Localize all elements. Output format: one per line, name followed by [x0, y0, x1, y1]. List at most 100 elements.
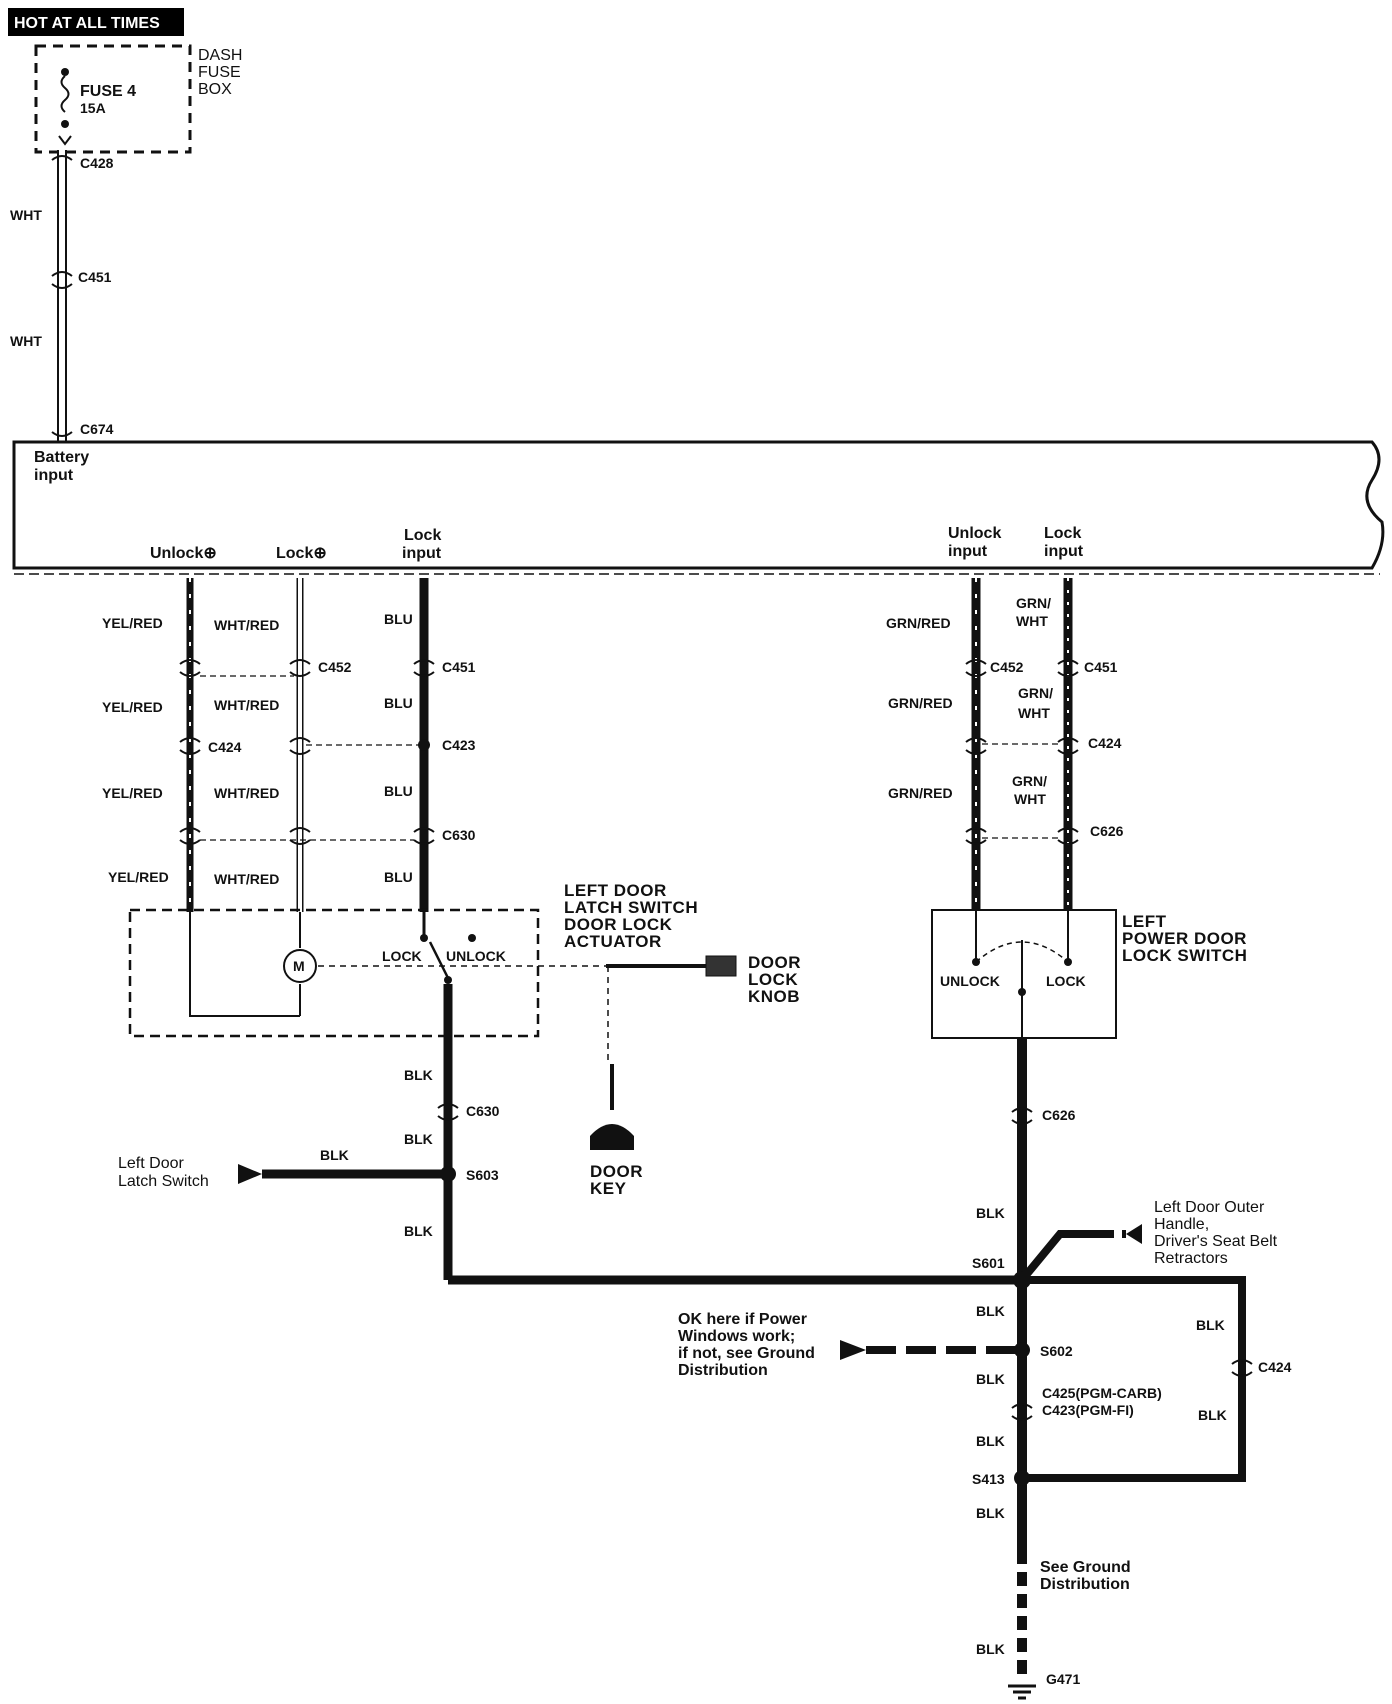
actuator-lock-label: LOCK — [382, 948, 422, 964]
ok-note-4: Distribution — [678, 1362, 768, 1379]
door-lock-knob-icon — [705, 955, 737, 977]
fuse-connector-arrow — [58, 135, 72, 146]
label-c630-lower: C630 — [466, 1103, 500, 1119]
connector-c452-c451-left — [179, 659, 435, 677]
switch-title-2: POWER DOOR — [1122, 929, 1247, 948]
wire-label-blu-4: BLU — [384, 869, 413, 885]
wire-label-grn-wht-1b: WHT — [1016, 613, 1048, 629]
connector-c674 — [51, 431, 73, 437]
wire-label-blu-1: BLU — [384, 611, 413, 627]
wire-label-blk-10: BLK — [976, 1433, 1005, 1449]
wire-label-yel-red-4: YEL/RED — [108, 869, 169, 885]
latch-note-1: Left Door — [118, 1155, 184, 1172]
dash-fuse-box — [34, 44, 192, 154]
ground-note-1: See Ground — [1040, 1559, 1131, 1576]
switch-title-1: LEFT — [1122, 912, 1167, 931]
wire-label-grn-wht-3b: WHT — [1014, 791, 1046, 807]
label-c425: C425(PGM-CARB) — [1042, 1385, 1162, 1401]
fuse-box-label-3: BOX — [198, 81, 232, 98]
actuator-unlock-label: UNLOCK — [446, 948, 506, 964]
wire-label-yel-red-2: YEL/RED — [102, 699, 163, 715]
fuse-symbol — [60, 75, 70, 113]
label-c674: C674 — [80, 421, 114, 437]
label-c451-right: C451 — [1084, 659, 1118, 675]
wire-label-blu-2: BLU — [384, 695, 413, 711]
wire-label-blk-8: BLK — [976, 1303, 1005, 1319]
switch-contact-unlock — [468, 934, 476, 942]
label-c423-ground: C423(PGM-FI) — [1042, 1402, 1134, 1418]
wire-label-yel-red-3: YEL/RED — [102, 785, 163, 801]
door-key-icon — [590, 1124, 634, 1150]
actuator-title-1: LEFT DOOR — [564, 881, 667, 900]
wire-label-grn-wht-2b: WHT — [1018, 705, 1050, 721]
splice-s602 — [1014, 1342, 1030, 1358]
handle-note-1: Left Door Outer — [1154, 1199, 1265, 1216]
switch-pivot — [444, 976, 452, 984]
label-c452-right: C452 — [990, 659, 1024, 675]
title-badge — [8, 8, 184, 36]
wire-label-grn-red-3: GRN/RED — [888, 785, 953, 801]
outer-handle-arrow-icon — [1126, 1224, 1142, 1244]
label-g471: G471 — [1046, 1671, 1080, 1687]
control-unit-box — [12, 440, 1385, 570]
switch-contact-lock — [420, 934, 428, 942]
handle-note-2: Handle, — [1154, 1216, 1209, 1233]
lock-plus-label: Lock⊕ — [276, 545, 327, 562]
splice-s413 — [1014, 1470, 1030, 1486]
wire-label-blk-12: BLK — [976, 1641, 1005, 1657]
actuator-title-2: LATCH SWITCH — [564, 898, 698, 917]
wire-label-blk-2: BLK — [404, 1131, 433, 1147]
wire-label-yel-red-1: YEL/RED — [102, 615, 163, 631]
label-s601: S601 — [972, 1255, 1005, 1271]
ok-note-3: if not, see Ground — [678, 1345, 815, 1362]
connector-c630-lower — [437, 1103, 459, 1121]
actuator-title-4: ACTUATOR — [564, 932, 662, 951]
knob-label-3: KNOB — [748, 987, 800, 1006]
handle-note-4: Retractors — [1154, 1250, 1228, 1267]
switch-pivot-right — [1018, 988, 1026, 996]
ok-note-1: OK here if Power — [678, 1311, 807, 1328]
label-c451-top: C451 — [78, 269, 112, 285]
connector-c424-ground — [1231, 1359, 1253, 1377]
switch-unlock-label: UNLOCK — [940, 973, 1000, 989]
ground-note-2: Distribution — [1040, 1576, 1130, 1593]
label-s413: S413 — [972, 1471, 1005, 1487]
latch-switch-blade — [428, 941, 450, 979]
wire-label-grn-wht-2a: GRN/ — [1018, 685, 1053, 701]
lock-input-label-1: Lock — [404, 527, 441, 544]
label-c428: C428 — [80, 155, 114, 171]
lock-input-right-2: input — [1044, 543, 1084, 560]
title: HOT AT ALL TIMES — [14, 15, 160, 32]
key-label-2: KEY — [590, 1179, 627, 1198]
knob-label-2: LOCK — [748, 970, 798, 989]
wire-label-grn-red-1: GRN/RED — [886, 615, 951, 631]
wire-label-blk-3: BLK — [320, 1147, 349, 1163]
lock-input-right-1: Lock — [1044, 525, 1081, 542]
label-s603: S603 — [466, 1167, 499, 1183]
wire-label-blk-1: BLK — [404, 1067, 433, 1083]
switch-title-3: LOCK SWITCH — [1122, 946, 1247, 965]
connector-c630-left — [179, 827, 435, 845]
wire-label-wht-red-2: WHT/RED — [214, 697, 279, 713]
ok-note-2: Windows work; — [678, 1328, 795, 1345]
knob-label-1: DOOR — [748, 953, 801, 972]
wire-label-blk-4: BLK — [404, 1223, 433, 1239]
connector-c425-c423 — [1011, 1403, 1033, 1421]
fuse-name: FUSE 4 — [80, 83, 136, 100]
fuse-rating: 15A — [80, 100, 106, 116]
label-s602: S602 — [1040, 1343, 1073, 1359]
label-c424-right: C424 — [1088, 735, 1122, 751]
lock-input-label-2: input — [402, 545, 442, 562]
wire-label-grn-wht-3a: GRN/ — [1012, 773, 1047, 789]
wire-label-wht-1: WHT — [10, 207, 42, 223]
motor-icon — [283, 949, 317, 983]
label-c626-lower: C626 — [1042, 1107, 1076, 1123]
latch-note-2: Latch Switch — [118, 1173, 209, 1190]
label-c424-ground: C424 — [1258, 1359, 1292, 1375]
connector-c626-right — [965, 827, 1079, 845]
unlock-input-right-1: Unlock — [948, 525, 1001, 542]
blk-wire-outer-handle — [1018, 1230, 1100, 1283]
wire-label-blk-6: BLK — [1196, 1317, 1225, 1333]
label-c423-left: C423 — [442, 737, 476, 753]
